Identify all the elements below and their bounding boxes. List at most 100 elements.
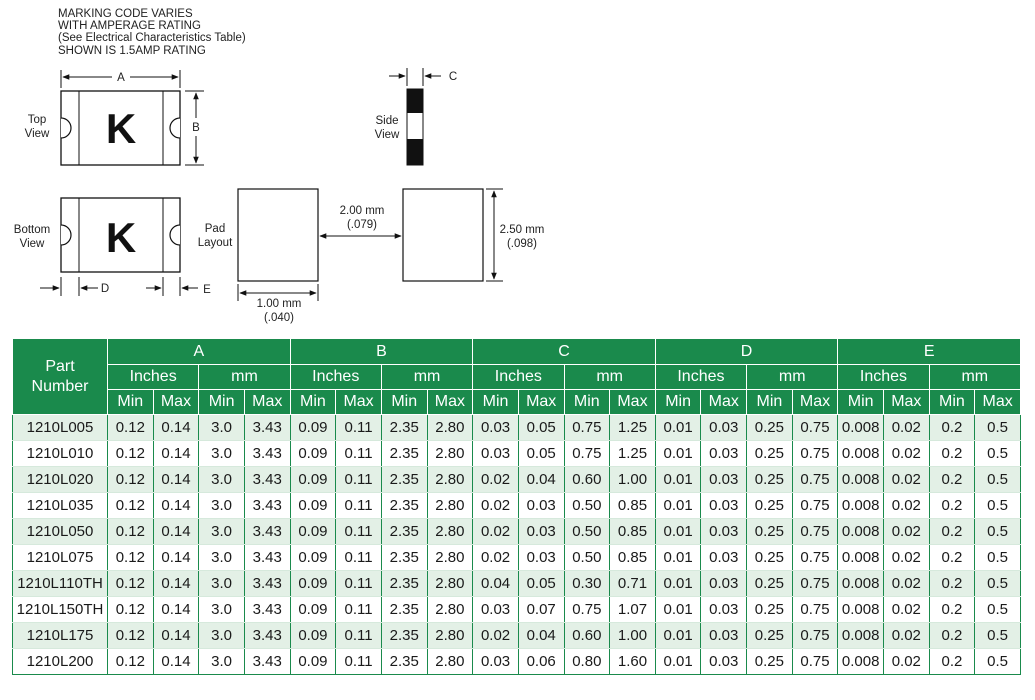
dimension-cell: 3.43 — [243, 648, 291, 675]
dimension-cell: 0.09 — [289, 622, 337, 649]
dimension-cell: 0.25 — [746, 596, 793, 623]
dimension-cell: 0.2 — [928, 518, 976, 545]
max-header: Max — [609, 389, 656, 415]
dimension-cell: 0.75 — [791, 622, 839, 649]
dimension-cell: 0.11 — [335, 648, 382, 675]
dimension-cell: 0.80 — [563, 648, 611, 675]
dimension-cell: 0.02 — [882, 414, 930, 441]
unit-header-mm: mm — [746, 364, 839, 390]
dimension-cell: 0.04 — [517, 622, 565, 649]
dimension-cell: 0.03 — [472, 440, 519, 467]
dimension-cell: 0.01 — [654, 440, 702, 467]
dimension-cell: 0.75 — [791, 440, 839, 467]
dimension-cell: 2.80 — [426, 596, 474, 623]
dimension-cell: 0.008 — [837, 466, 884, 493]
dimension-cell: 3.0 — [198, 570, 245, 597]
group-header-b: B — [289, 338, 474, 365]
part-number-cell: 1210L150TH — [12, 596, 108, 623]
dimension-cell: 0.02 — [472, 622, 519, 649]
min-header: Min — [746, 389, 793, 415]
part-number-header: Part Number — [12, 338, 108, 415]
unit-header-inches: Inches — [654, 364, 748, 390]
dimension-cell: 0.75 — [563, 440, 611, 467]
dimension-cell: 0.09 — [289, 492, 337, 519]
dimension-cell: 1.00 — [609, 466, 656, 493]
dimension-cell: 2.80 — [426, 648, 474, 675]
part-header-line: Number — [31, 377, 89, 395]
dimension-cell: 0.85 — [609, 518, 656, 545]
dimension-cell: 0.14 — [152, 570, 200, 597]
package-dimension-drawing: A K B Top View C Side View K — [14, 68, 544, 324]
dimension-cell: 2.80 — [426, 440, 474, 467]
dimension-cell: 2.35 — [380, 440, 428, 467]
max-header: Max — [335, 389, 382, 415]
top-view: A K B Top View — [25, 70, 204, 166]
dimension-cell: 0.25 — [746, 518, 793, 545]
bottom-view-label-1: Bottom — [14, 224, 50, 236]
pad-layout-label-2: Layout — [198, 237, 233, 249]
dimension-cell: 0.5 — [974, 648, 1021, 675]
dim-c-label: C — [449, 71, 457, 83]
top-view-label-2: View — [25, 128, 50, 140]
dimension-cell: 0.2 — [928, 596, 976, 623]
side-view-label-2: View — [375, 129, 400, 141]
dimension-cell: 2.80 — [426, 622, 474, 649]
dimension-cell: 3.43 — [243, 518, 291, 545]
dimension-cell: 0.01 — [654, 544, 702, 571]
dimension-cell: 2.35 — [380, 492, 428, 519]
dimension-cell: 0.02 — [882, 440, 930, 467]
group-header-d: D — [654, 338, 839, 365]
part-number-cell: 1210L035 — [12, 492, 108, 519]
max-header: Max — [517, 389, 565, 415]
dimension-cell: 0.50 — [563, 544, 611, 571]
pad-layout-label-1: Pad — [205, 223, 225, 235]
dimension-cell: 0.5 — [974, 440, 1021, 467]
dimension-cell: 0.11 — [335, 518, 382, 545]
dimension-cell: 3.43 — [243, 622, 291, 649]
dimension-cell: 0.2 — [928, 414, 976, 441]
dimension-cell: 0.03 — [700, 596, 748, 623]
dimension-cell: 0.5 — [974, 414, 1021, 441]
pad-height-in: (.098) — [507, 238, 537, 250]
dimension-cell: 1.25 — [609, 440, 656, 467]
dimension-cell: 3.43 — [243, 414, 291, 441]
dimension-cell: 0.14 — [152, 492, 200, 519]
dimension-cell: 0.02 — [472, 492, 519, 519]
part-number-cell: 1210L075 — [12, 544, 108, 571]
dimension-cell: 3.0 — [198, 596, 245, 623]
dimension-cell: 3.43 — [243, 440, 291, 467]
min-header: Min — [928, 389, 976, 415]
dimension-cell: 0.14 — [152, 518, 200, 545]
dimension-cell: 0.14 — [152, 596, 200, 623]
dimension-cell: 2.35 — [380, 518, 428, 545]
dimension-cell: 3.43 — [243, 596, 291, 623]
dimension-cell: 0.01 — [654, 518, 702, 545]
unit-header-mm: mm — [198, 364, 291, 390]
dimension-cell: 0.75 — [791, 518, 839, 545]
dimension-cell: 0.25 — [746, 648, 793, 675]
dimension-cell: 0.75 — [791, 466, 839, 493]
group-header-c: C — [472, 338, 656, 365]
dimension-cell: 1.07 — [609, 596, 656, 623]
dimension-cell: 0.25 — [746, 440, 793, 467]
dimension-cell: 0.03 — [700, 570, 748, 597]
dimension-cell: 3.0 — [198, 440, 245, 467]
dimension-cell: 0.04 — [517, 466, 565, 493]
dimension-cell: 0.25 — [746, 492, 793, 519]
dimension-cell: 0.14 — [152, 648, 200, 675]
dimension-cell: 0.008 — [837, 622, 884, 649]
dimension-cell: 0.75 — [563, 414, 611, 441]
dimension-cell: 0.2 — [928, 648, 976, 675]
dimension-cell: 0.75 — [791, 648, 839, 675]
dimension-cell: 3.0 — [198, 544, 245, 571]
dimension-cell: 0.02 — [882, 466, 930, 493]
dimension-cell: 0.14 — [152, 622, 200, 649]
dim-a-label: A — [117, 72, 125, 84]
dimension-cell: 0.11 — [335, 622, 382, 649]
dimension-cell: 0.11 — [335, 570, 382, 597]
dimension-cell: 0.01 — [654, 648, 702, 675]
